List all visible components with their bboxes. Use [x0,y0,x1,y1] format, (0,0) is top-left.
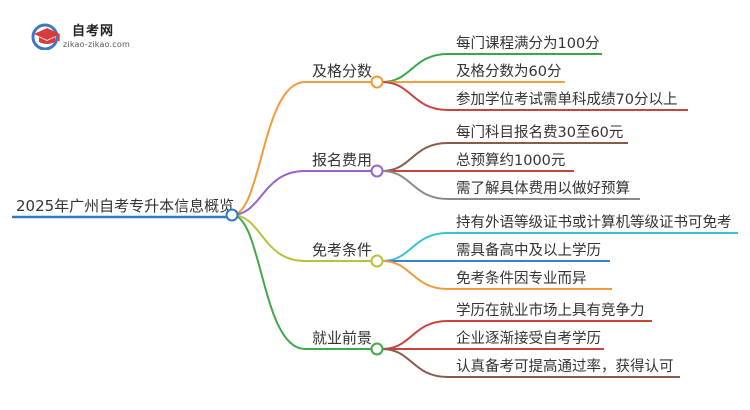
branch-label-1: 及格分数 [312,62,372,80]
logo-name: 自考网 [72,24,115,39]
branch-node-4 [370,342,384,356]
branch-line-2 [231,170,372,216]
branch-line-1 [231,81,372,216]
leaf-line-4-1 [381,320,652,350]
branch-node-1 [370,75,384,89]
branch-label-3: 免考条件 [312,241,372,259]
leaf-line-2-3 [381,170,640,200]
leaf-label-2-2: 总预算约1000元 [456,152,565,169]
branch-label-4: 就业前景 [312,329,372,347]
branch-line-4 [231,214,372,350]
leaf-line-1-1 [381,53,602,83]
branch-line-3 [231,214,372,262]
leaf-label-3-3: 免考条件因专业而异 [456,270,587,287]
site-logo: 自考网 zikao-zikao.com [30,18,150,58]
leaf-line-2-1 [381,142,628,172]
leaf-label-4-2: 企业逐渐接受自考学历 [456,329,601,347]
leaf-line-3-1 [381,232,738,262]
leaf-label-1-3: 参加学位考试需单科成绩70分以上 [456,91,677,108]
leaf-line-3-3 [381,260,612,290]
leaf-label-1-2: 及格分数为60分 [456,63,561,80]
leaf-label-4-1: 学历在就业市场上具有竞争力 [456,301,645,319]
branch-label-2: 报名费用 [312,151,372,169]
leaf-label-2-1: 每门科目报名费30至60元 [456,124,623,141]
leaf-line-1-3 [381,81,688,111]
leaf-label-2-3: 需了解具体费用以做好预算 [456,180,630,197]
root-node [225,208,239,222]
leaf-label-4-3: 认真备考可提高通过率，获得认可 [456,357,674,375]
root-label: 2025年广州自考专升本信息概览 [16,197,234,215]
logo-url: zikao-zikao.com [63,40,130,49]
graduation-cap-icon [31,23,60,50]
branch-node-3 [370,254,384,268]
leaf-label-1-1: 每门课程满分为100分 [456,35,600,52]
leaf-label-3-1: 持有外语等级证书或计算机等级证书可免考 [456,213,732,231]
leaf-line-4-3 [381,348,680,378]
leaf-label-3-2: 需具备高中及以上学历 [456,242,601,259]
branch-node-2 [370,164,384,178]
